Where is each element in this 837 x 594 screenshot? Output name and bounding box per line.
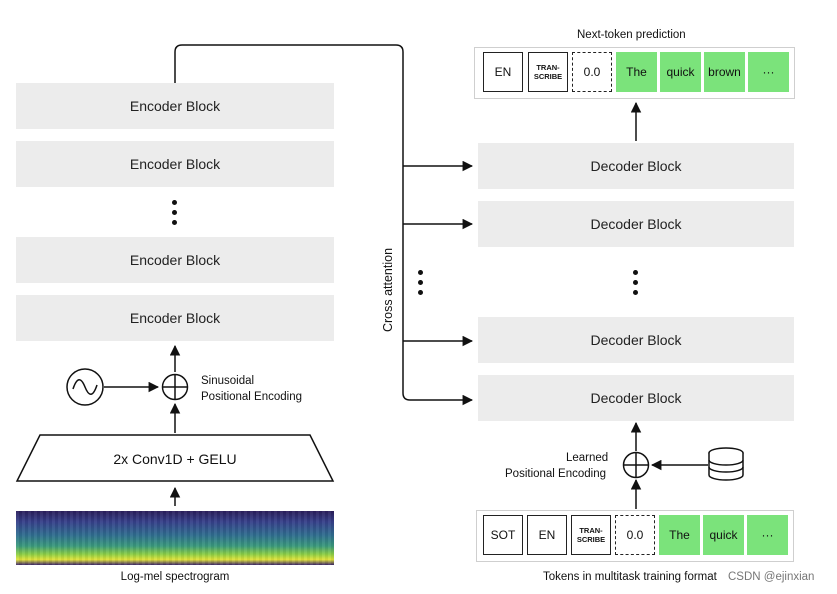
next-token-title: Next-token prediction	[577, 29, 686, 41]
decoder-block-label: Decoder Block	[590, 216, 682, 232]
output-token-row: EN TRAN- SCRIBE 0.0 The quick brown ···	[474, 47, 795, 99]
encoder-block-label: Encoder Block	[129, 98, 221, 114]
encoder-block-label: Encoder Block	[129, 156, 221, 172]
positional-encoding-label: Positional Encoding	[201, 391, 303, 403]
encoder-block-label: Encoder Block	[129, 252, 221, 268]
input-token: The	[659, 515, 700, 555]
encoder-block: Encoder Block	[16, 83, 334, 129]
input-token: SOT	[483, 515, 523, 555]
cross-attention-label: Cross attention	[381, 247, 395, 333]
decoder-positional-encoding-label: Positional Encoding	[505, 468, 607, 480]
watermark-text: CSDN @ejinxian	[728, 571, 815, 583]
decoder-ellipsis	[633, 270, 639, 300]
output-token: ···	[748, 52, 789, 92]
decoder-block: Decoder Block	[478, 143, 794, 189]
encoder-block: Encoder Block	[16, 237, 334, 283]
output-token: 0.0	[572, 52, 612, 92]
output-token: TRAN- SCRIBE	[528, 52, 568, 92]
conv-gelu-label: 2x Conv1D + GELU	[113, 451, 237, 467]
output-token: brown	[704, 52, 745, 92]
cross-attention-ellipsis	[418, 270, 424, 300]
spectrogram-caption: Log-mel spectrogram	[120, 571, 230, 583]
decoder-block-label: Decoder Block	[590, 332, 682, 348]
learned-label: Learned	[566, 452, 609, 464]
decoder-block-label: Decoder Block	[590, 390, 682, 406]
decoder-block: Decoder Block	[478, 375, 794, 421]
encoder-ellipsis	[172, 200, 178, 230]
input-token: 0.0	[615, 515, 655, 555]
input-token: TRAN- SCRIBE	[571, 515, 611, 555]
output-token: EN	[483, 52, 523, 92]
decoder-block-label: Decoder Block	[590, 158, 682, 174]
decoder-block: Decoder Block	[478, 317, 794, 363]
input-token: ···	[747, 515, 788, 555]
output-token: quick	[660, 52, 701, 92]
input-token: EN	[527, 515, 567, 555]
multitask-format-caption: Tokens in multitask training format	[543, 571, 717, 583]
output-token: The	[616, 52, 657, 92]
decoder-block: Decoder Block	[478, 201, 794, 247]
input-token-row: SOT EN TRAN- SCRIBE 0.0 The quick ···	[476, 510, 794, 562]
encoder-block-label: Encoder Block	[129, 310, 221, 326]
encoder-block: Encoder Block	[16, 141, 334, 187]
input-token: quick	[703, 515, 744, 555]
sinusoidal-label: Sinusoidal	[201, 375, 255, 387]
encoder-block: Encoder Block	[16, 295, 334, 341]
log-mel-spectrogram-image	[16, 511, 334, 565]
